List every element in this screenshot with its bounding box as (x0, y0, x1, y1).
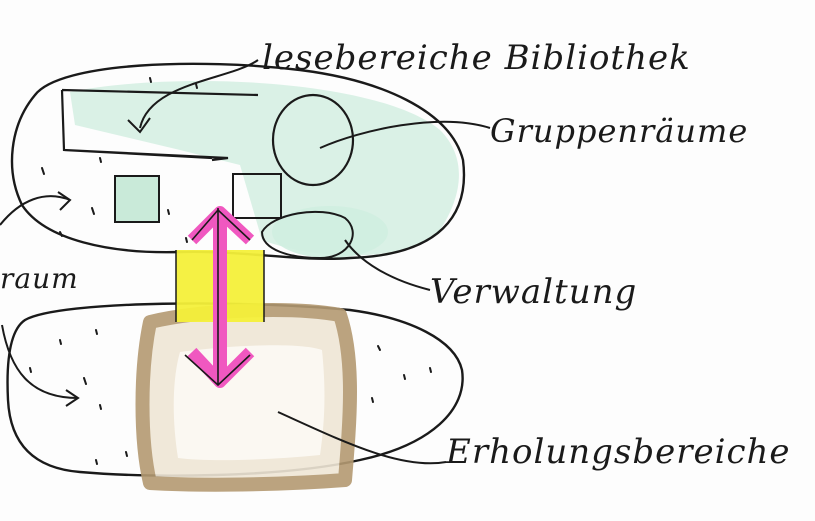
label-reading-areas: lesebereiche Bibliothek (262, 38, 691, 78)
label-rest-areas: Erholungsbereiche (446, 432, 791, 472)
label-room: raum (0, 262, 79, 295)
small-room-left (115, 176, 159, 222)
label-group-rooms: Gruppenräume (490, 112, 748, 150)
reading-area-fill (70, 81, 459, 258)
label-administration: Verwaltung (430, 272, 637, 312)
